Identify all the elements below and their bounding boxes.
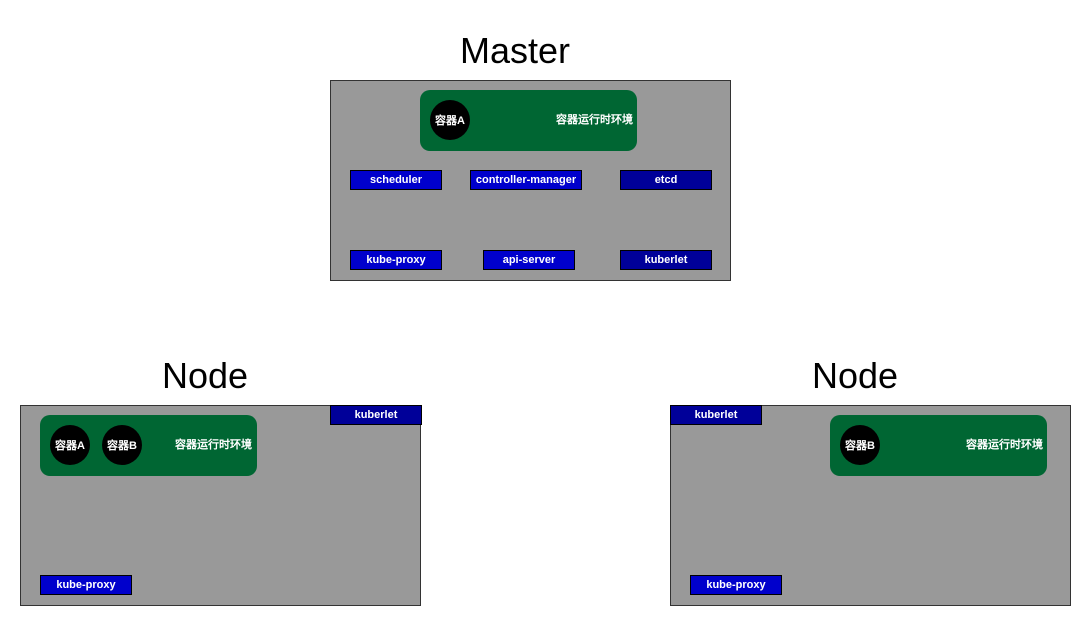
node-right-panel: kuberlet 容器B 容器运行时环境 kube-proxy bbox=[670, 405, 1071, 606]
node-left-kube-proxy: kube-proxy bbox=[40, 575, 132, 595]
master-kube-proxy: kube-proxy bbox=[350, 250, 442, 270]
node-left-container-runtime: 容器A 容器B 容器运行时环境 bbox=[40, 415, 257, 476]
master-kuberlet: kuberlet bbox=[620, 250, 712, 270]
master-api-server: api-server bbox=[483, 250, 575, 270]
node-right-kube-proxy: kube-proxy bbox=[690, 575, 782, 595]
master-runtime-label: 容器运行时环境 bbox=[556, 114, 633, 126]
master-controller-manager: controller-manager bbox=[470, 170, 582, 190]
master-container-a: 容器A bbox=[430, 100, 470, 140]
node-left-kuberlet: kuberlet bbox=[330, 405, 422, 425]
node-left-panel: 容器A 容器B 容器运行时环境 kuberlet kube-proxy bbox=[20, 405, 422, 606]
node-left-runtime-label: 容器运行时环境 bbox=[175, 439, 252, 451]
master-panel: 容器A 容器运行时环境 scheduler controller-manager… bbox=[330, 80, 731, 281]
master-container-runtime: 容器A 容器运行时环境 bbox=[420, 90, 637, 151]
master-scheduler: scheduler bbox=[350, 170, 442, 190]
node-right-title: Node bbox=[811, 355, 899, 396]
node-right-runtime-label: 容器运行时环境 bbox=[966, 439, 1043, 451]
node-left-title: Node bbox=[161, 355, 249, 396]
node-right-container-b: 容器B bbox=[840, 425, 880, 465]
node-left-container-a: 容器A bbox=[50, 425, 90, 465]
node-right-kuberlet: kuberlet bbox=[670, 405, 762, 425]
master-etcd: etcd bbox=[620, 170, 712, 190]
master-title: Master bbox=[459, 30, 571, 71]
node-left-container-b: 容器B bbox=[102, 425, 142, 465]
node-right-container-runtime: 容器B 容器运行时环境 bbox=[830, 415, 1047, 476]
